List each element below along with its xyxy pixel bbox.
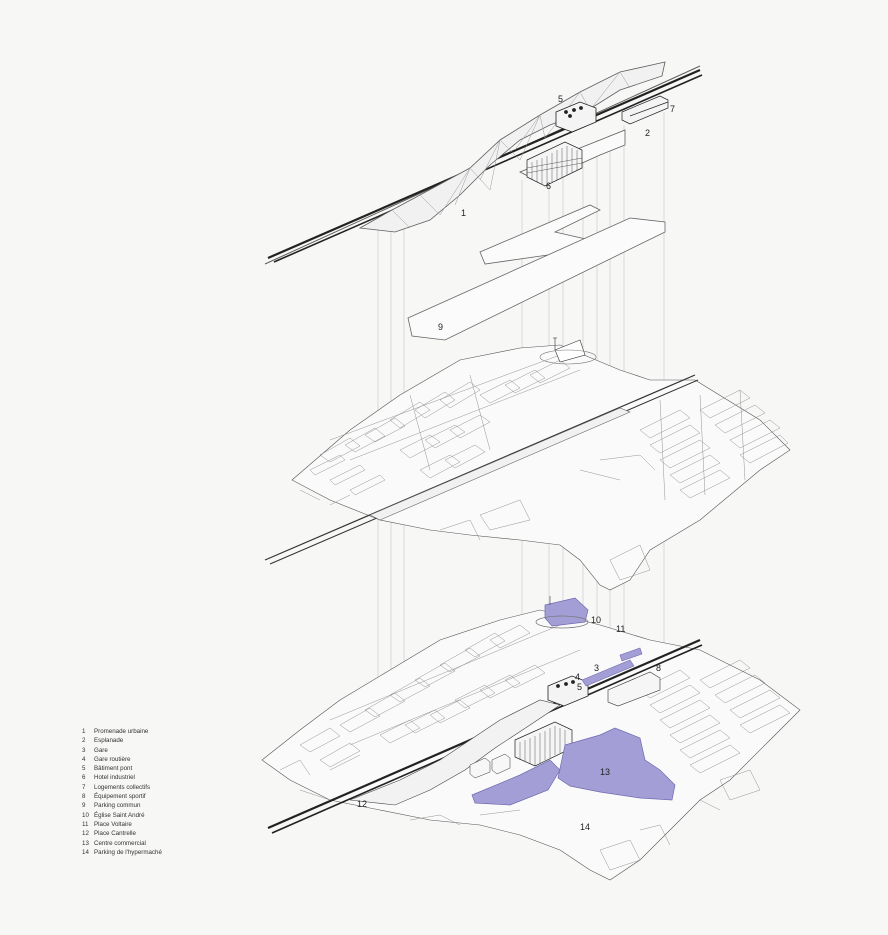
batiment-pont-building: [555, 101, 597, 133]
label-7: 7: [670, 104, 675, 114]
promenade-project: [349, 699, 561, 806]
layer-existing-city: [264, 337, 791, 591]
label-1: 1: [461, 208, 466, 218]
label-14: 14: [580, 822, 590, 832]
existing-ground: [291, 344, 791, 591]
church-existing: [539, 337, 597, 365]
parking-commun-slab: [407, 217, 666, 341]
label-2: 2: [645, 128, 650, 138]
batiment-pont-project: [547, 675, 589, 707]
label-5-top: 5: [558, 94, 563, 104]
label-13: 13: [600, 767, 610, 777]
number-labels: 1 2 5 6 7 9 10 11 3 8 4 5 12 13 14: [357, 94, 675, 832]
label-8: 8: [656, 663, 661, 673]
gare-building: [581, 659, 635, 687]
layer-project: [261, 596, 801, 881]
equipement-sportif: [607, 671, 661, 707]
label-4: 4: [575, 672, 580, 682]
centre-commercial: [557, 727, 676, 801]
label-6: 6: [546, 181, 551, 191]
layer-promenade: [264, 61, 703, 265]
layer-parking: [407, 204, 666, 341]
centre-commercial-annex: [471, 759, 561, 806]
hotel-industriel-building: [526, 141, 583, 187]
label-10: 10: [591, 615, 601, 625]
label-5-bottom: 5: [577, 682, 582, 692]
logements-collectifs-building: [621, 95, 669, 125]
label-9: 9: [438, 322, 443, 332]
label-11: 11: [616, 624, 625, 634]
label-12: 12: [357, 799, 367, 809]
small-blocks: [469, 753, 511, 779]
label-3: 3: [594, 663, 599, 673]
gare-routiere: [619, 647, 643, 662]
eglise-saint-andre: [535, 596, 589, 629]
